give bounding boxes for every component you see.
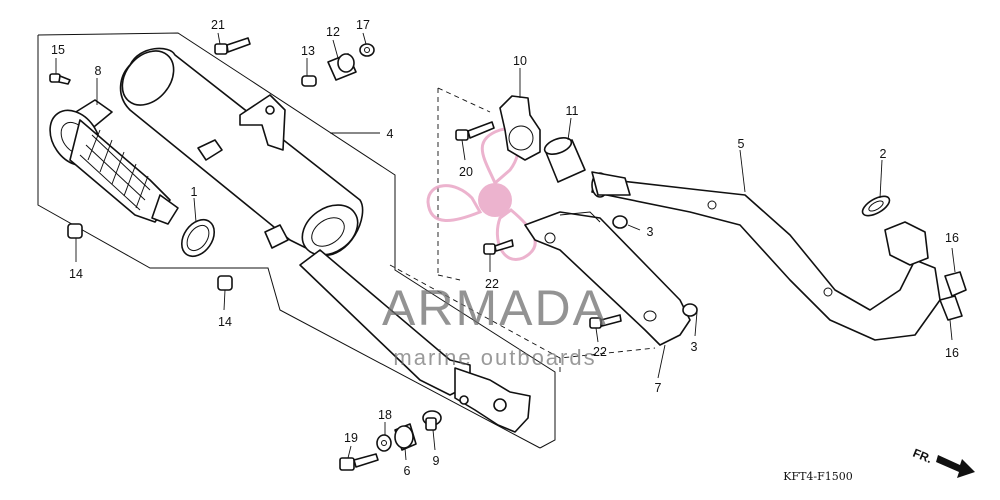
callout-16-lower: 16 (945, 346, 959, 360)
callout-18: 18 (378, 408, 392, 422)
callout-16-upper: 16 (945, 231, 959, 245)
part-9-collar (422, 410, 442, 431)
hardware (49, 37, 967, 471)
callout-20: 20 (459, 165, 473, 179)
callout-14-center: 14 (218, 315, 232, 329)
part-16-bolt-a (944, 271, 967, 297)
part-5-exhaust-pipe (591, 171, 941, 341)
part-15-bolt (49, 73, 71, 85)
part-18-washer (376, 434, 392, 452)
callout-19: 19 (344, 431, 358, 445)
callout-15: 15 (51, 43, 65, 57)
callout-7: 7 (655, 381, 662, 395)
leader-lines (55, 32, 956, 461)
part-joint-clamp (454, 367, 531, 433)
diagram-code: KFT4-F1500 (783, 470, 853, 483)
front-direction-indicator: FR. (911, 446, 975, 478)
front-arrow-icon (936, 455, 975, 478)
part-6-grommet (394, 423, 417, 451)
part-1-gasket (180, 218, 216, 258)
callout-12: 12 (326, 25, 340, 39)
part-8-end-cap (49, 99, 179, 225)
callout-9: 9 (433, 454, 440, 468)
callout-3-lower: 3 (691, 340, 698, 354)
watermark-tagline: marine outboards (393, 345, 596, 370)
part-7-pipe-section (524, 211, 691, 346)
callout-17: 17 (356, 18, 370, 32)
part-21-bolt (214, 37, 251, 55)
callout-8: 8 (95, 64, 102, 78)
part-16-bolt-b (939, 295, 963, 321)
callout-3-upper: 3 (647, 225, 654, 239)
part-2-gasket (861, 195, 891, 217)
callout-22-upper: 22 (485, 277, 499, 291)
callout-4: 4 (387, 127, 394, 141)
part-10-clamp (499, 95, 541, 161)
callout-10: 10 (513, 54, 527, 68)
part-14-nut-a (67, 223, 83, 239)
part-3-nut-a (612, 215, 628, 229)
part-19-bolt (339, 453, 379, 471)
part-17-nut (359, 43, 375, 57)
callout-2: 2 (880, 147, 887, 161)
part-3-nut-b (682, 303, 698, 317)
callout-21: 21 (211, 18, 225, 32)
assembly-outline-pipe (389, 87, 656, 372)
callout-numbers: 21 15 8 13 12 17 4 10 11 20 5 2 1 14 14 … (51, 18, 959, 478)
part-13-collar (301, 75, 317, 87)
assembly-outline-muffler (37, 32, 556, 449)
part-22-bolt-b (589, 314, 622, 329)
watermark-logo-hub (478, 183, 512, 217)
callout-11: 11 (566, 104, 579, 118)
part-20-bolt (455, 121, 495, 141)
part-12-grommet (327, 53, 357, 81)
callout-14-left: 14 (69, 267, 83, 281)
watermark-brand: ARMADA (382, 280, 608, 336)
callout-13: 13 (301, 44, 315, 58)
part-11-sleeve (543, 137, 586, 183)
part-22-bolt-a (483, 239, 514, 255)
callout-5: 5 (738, 137, 745, 151)
callout-1: 1 (191, 185, 198, 199)
callout-6: 6 (404, 464, 411, 478)
part-14-nut-b (217, 275, 233, 291)
callout-22-lower: 22 (593, 345, 607, 359)
part-4-muffler (119, 47, 471, 396)
direction-label: FR. (911, 446, 934, 466)
